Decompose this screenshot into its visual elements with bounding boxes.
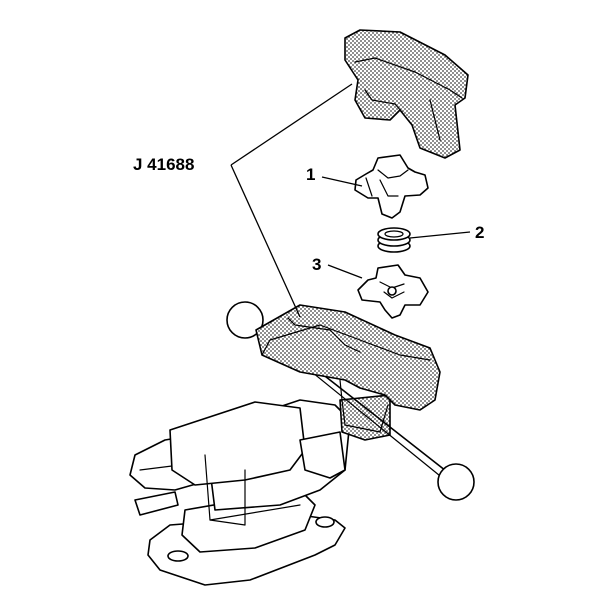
callout-2-leader — [409, 231, 471, 239]
vise-base-bolt-hole — [315, 516, 335, 528]
vise-movable-jaw-base — [299, 431, 346, 479]
bench-vise — [129, 301, 475, 586]
vise-handle-ball-right — [437, 463, 475, 501]
vise-handle-ball-left — [226, 301, 264, 339]
callout-1-leader — [321, 176, 363, 187]
tool-leader-upper — [230, 83, 353, 166]
vise-base-bolt-hole — [167, 550, 189, 562]
part-3-lower-die — [357, 264, 429, 319]
tool-lower-jaw — [255, 304, 441, 433]
callout-1-label: 1 — [306, 165, 315, 184]
leader-lines — [230, 83, 471, 318]
vise-movable-jaw-column — [339, 394, 391, 441]
part-2-spring — [377, 227, 411, 253]
tool-leader-lower — [230, 164, 301, 318]
tool-upper-jaw — [344, 29, 469, 159]
callout-2-label: 2 — [475, 223, 484, 242]
vise-fixed-jaw — [169, 401, 306, 486]
callout-3-label: 3 — [312, 255, 321, 274]
vise-slide-bar — [134, 491, 179, 516]
callout-3-leader — [327, 264, 363, 279]
part-1-upper-die — [354, 154, 429, 219]
tool-label: J 41688 — [133, 155, 194, 174]
